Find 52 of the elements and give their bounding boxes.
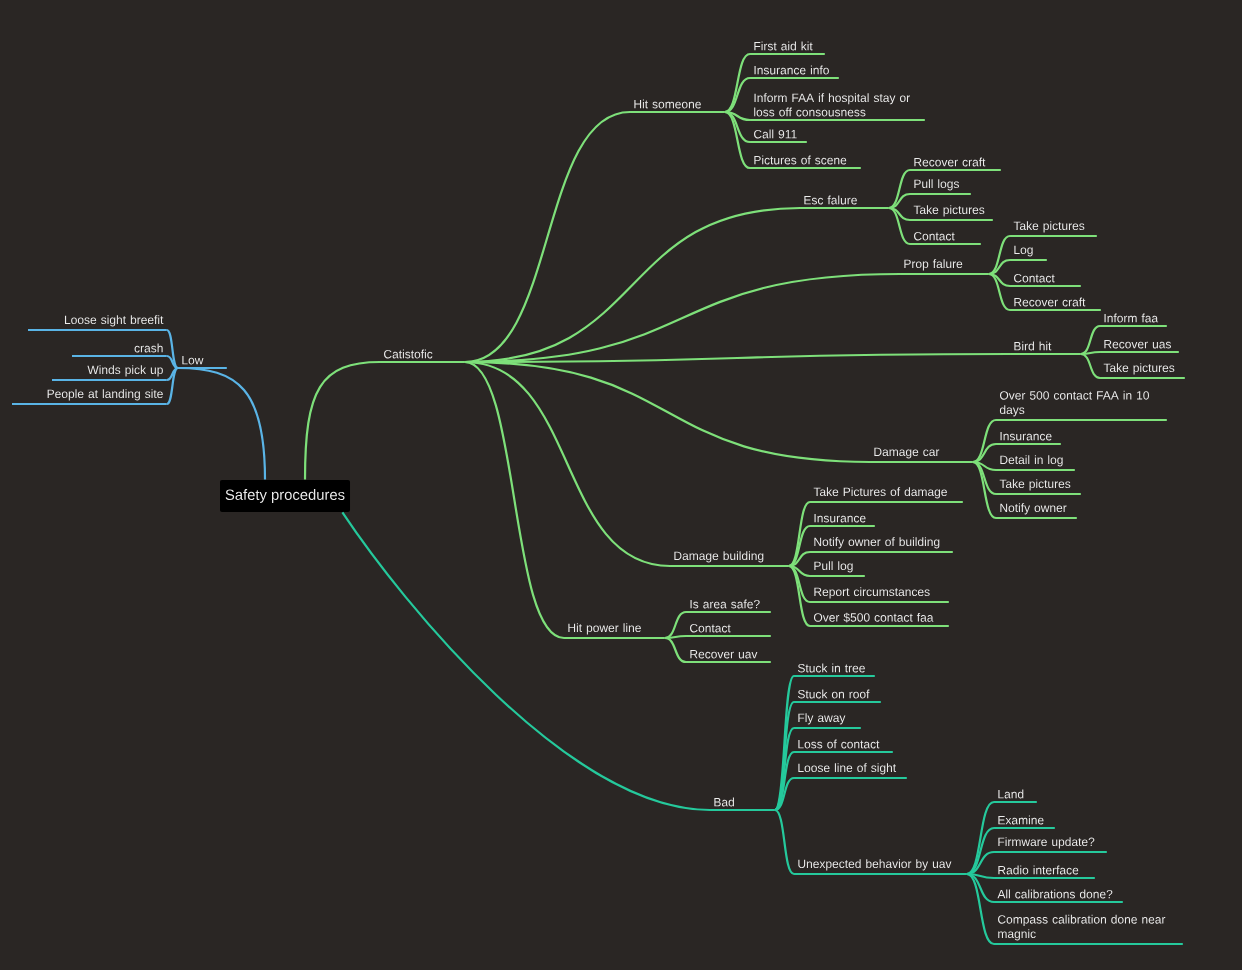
branch-line [166, 367, 179, 405]
branch-line [724, 110, 751, 122]
branch-line [972, 418, 997, 464]
branch-line [166, 366, 179, 382]
branch-line [1080, 350, 1101, 356]
branch-line [888, 206, 911, 246]
branch-line [664, 636, 687, 664]
branch-line [774, 727, 795, 811]
branch-line [1080, 352, 1101, 380]
branch-line [774, 701, 795, 811]
branch-line [166, 329, 179, 369]
branch-line [988, 272, 1011, 288]
branch-line [966, 873, 995, 946]
branch-line [724, 76, 751, 114]
branch-line [966, 850, 995, 876]
branch-line [972, 460, 997, 472]
branch-line [788, 564, 811, 578]
branch-line [788, 565, 811, 627]
branch-line [966, 872, 995, 904]
branch-line [888, 206, 911, 222]
branch-line [966, 801, 995, 876]
branch-line [972, 442, 997, 464]
branch-line [774, 751, 795, 811]
branch-line [966, 826, 995, 876]
branch-line [988, 272, 1011, 312]
branch-line [774, 776, 795, 812]
branch-line [341, 511, 711, 812]
branch-line [464, 360, 671, 568]
branch-line [464, 110, 631, 364]
branch-line [166, 354, 179, 370]
branch-line [972, 460, 997, 496]
branch-line [774, 809, 795, 875]
branch-line [988, 234, 1011, 276]
branch-line [177, 366, 267, 480]
branch-line [972, 460, 997, 520]
branch-line [724, 52, 751, 114]
branch-line [788, 524, 811, 568]
branch-line [988, 258, 1011, 276]
branch-line [303, 360, 381, 480]
branch-line [774, 675, 795, 811]
branch-line [788, 550, 811, 568]
branch-line [888, 168, 911, 210]
branch-line [788, 564, 811, 604]
branch-line [664, 634, 687, 640]
branch-line [464, 361, 565, 639]
branch-line [724, 110, 751, 144]
branch-line [1080, 324, 1101, 356]
branch-line [788, 501, 811, 567]
branch-line [888, 192, 911, 210]
branch-line [664, 610, 687, 640]
branch-line [724, 110, 751, 170]
branch-line [966, 872, 995, 880]
